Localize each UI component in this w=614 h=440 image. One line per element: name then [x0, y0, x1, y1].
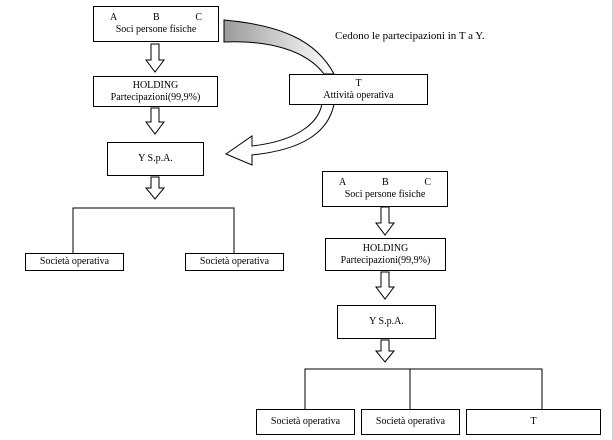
transfer-caption: Cedono le partecipazioni in T a Y. — [335, 30, 485, 42]
t-company-subtitle: Attività operativa — [323, 89, 394, 101]
t-box-after: T — [466, 409, 601, 435]
holding-subtitle-after: Partecipazioni(99,9%) — [340, 254, 431, 266]
t-label-after: T — [530, 416, 537, 427]
holding-box-after: HOLDING Partecipazioni(99,9%) — [325, 238, 446, 271]
operative-box-1: Società operativa — [25, 253, 124, 271]
right-edge-scrollbar — [612, 0, 614, 440]
soci-letter-b-after: B — [381, 177, 389, 188]
holding-box: HOLDING Partecipazioni(99,9%) — [93, 76, 218, 107]
soci-box: A B C Soci persone fisiche — [93, 6, 219, 42]
y-spa-label: Y S.p.A. — [138, 153, 173, 164]
y-spa-box-after: Y S.p.A. — [337, 305, 436, 339]
arrow-y-to-operative — [144, 176, 166, 200]
arrow-holding-to-y-after — [375, 271, 395, 300]
operative-label-after-2: Società operativa — [375, 416, 446, 427]
operative-box-2: Società operativa — [185, 253, 284, 271]
arrow-holding-to-y — [145, 107, 165, 135]
soci-box-after: A B C Soci persone fisiche — [322, 171, 448, 207]
soci-letter-b: B — [152, 12, 160, 23]
left-bracket — [72, 207, 235, 254]
soci-letters-after: A B C — [339, 177, 431, 189]
operative-box-after-2: Società operativa — [361, 409, 460, 435]
arrow-y-to-operative-after — [374, 339, 396, 363]
t-company-title: T — [355, 77, 362, 89]
operative-label-2: Società operativa — [199, 256, 270, 267]
soci-letters: A B C — [110, 12, 202, 24]
transfer-swoosh — [223, 19, 335, 75]
y-spa-label-after: Y S.p.A. — [369, 316, 404, 327]
transfer-curved-arrow — [224, 103, 335, 166]
y-spa-box: Y S.p.A. — [107, 142, 204, 176]
holding-subtitle: Partecipazioni(99,9%) — [110, 91, 201, 103]
soci-label: Soci persone fisiche — [115, 24, 197, 35]
soci-label-after: Soci persone fisiche — [344, 189, 426, 200]
soci-letter-c-after: C — [424, 177, 431, 188]
holding-title-after: HOLDING — [362, 242, 409, 254]
arrow-soci-to-holding-after — [375, 206, 395, 236]
operative-box-after-1: Società operativa — [256, 409, 355, 435]
holding-title: HOLDING — [132, 79, 179, 91]
soci-letter-a-after: A — [339, 177, 347, 188]
right-bracket — [304, 368, 543, 409]
soci-letter-c: C — [195, 12, 202, 23]
operative-label-after-1: Società operativa — [270, 416, 341, 427]
arrow-soci-to-holding — [145, 43, 165, 73]
operative-label-1: Società operativa — [39, 256, 110, 267]
t-company-box: T Attività operativa — [289, 74, 428, 105]
soci-letter-a: A — [110, 12, 118, 23]
